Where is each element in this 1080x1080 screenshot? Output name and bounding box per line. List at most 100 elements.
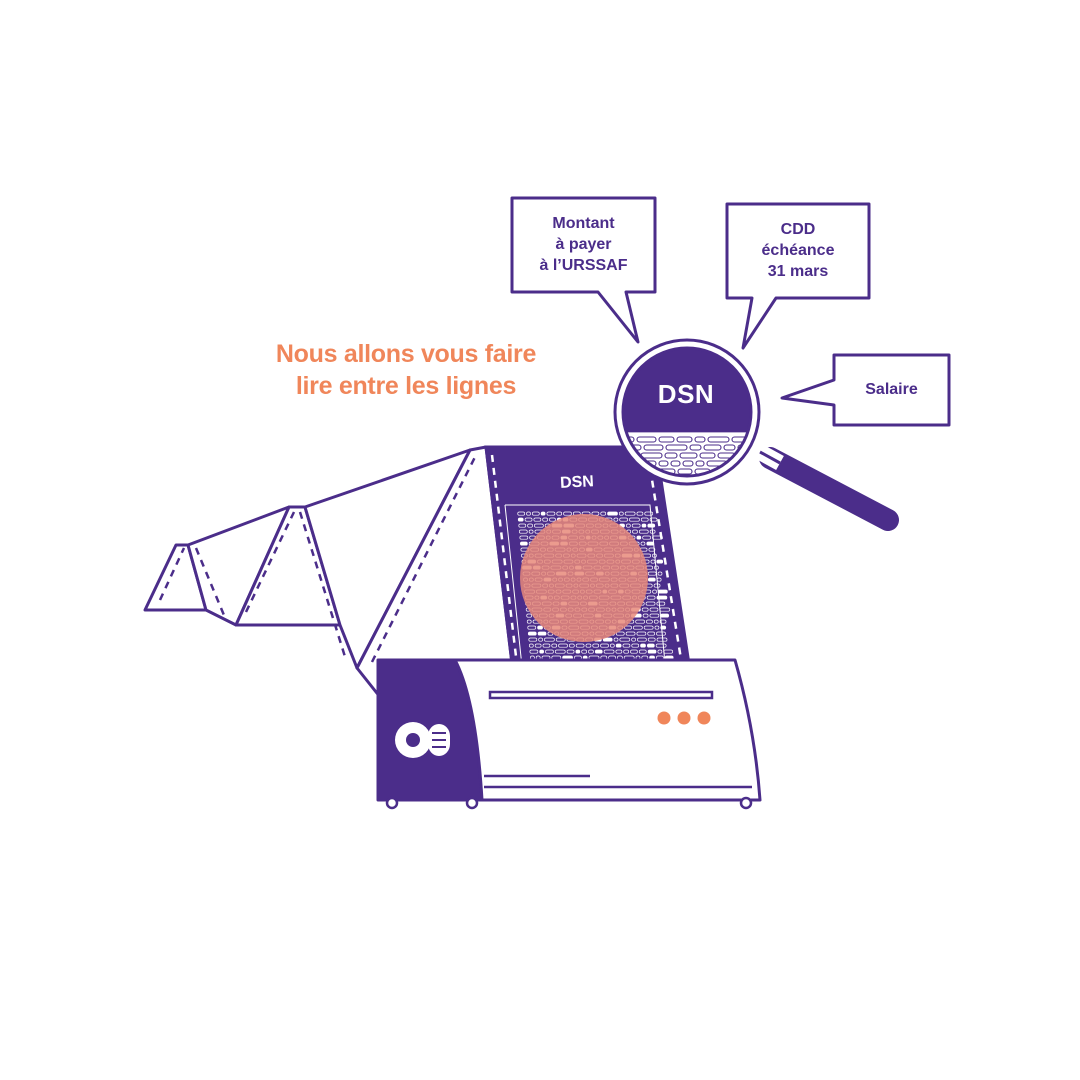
headline-line-2: lire entre les lignes bbox=[295, 372, 517, 400]
data-dot bbox=[520, 541, 528, 546]
data-dot bbox=[638, 529, 649, 534]
lens-data-dot bbox=[689, 444, 702, 451]
data-dot bbox=[654, 625, 660, 630]
data-dot bbox=[646, 619, 653, 624]
magnifier-title: DSN bbox=[657, 379, 715, 409]
data-dot bbox=[647, 577, 656, 582]
data-dot bbox=[575, 643, 585, 648]
data-dot bbox=[546, 511, 556, 516]
data-dot bbox=[647, 523, 656, 528]
data-dot bbox=[554, 649, 566, 654]
data-dot bbox=[556, 511, 563, 516]
data-dot bbox=[600, 511, 607, 516]
data-dot bbox=[647, 631, 656, 636]
bubble-montant-line-3: à l’URSSAF bbox=[539, 257, 628, 274]
data-dot bbox=[643, 625, 654, 630]
data-dot bbox=[646, 595, 656, 600]
data-dot bbox=[622, 643, 631, 648]
bubble-montant-line-2: à payer bbox=[555, 236, 612, 253]
data-dot bbox=[623, 649, 630, 654]
data-dot bbox=[658, 589, 668, 594]
data-dot bbox=[649, 517, 658, 522]
data-dot bbox=[518, 523, 527, 528]
data-dot bbox=[539, 649, 545, 654]
lens-data-dot bbox=[694, 436, 706, 443]
data-dot bbox=[534, 523, 544, 528]
data-dot bbox=[524, 517, 533, 522]
data-dot bbox=[647, 649, 657, 654]
data-dot bbox=[626, 523, 631, 528]
data-dot bbox=[657, 571, 663, 576]
data-dot bbox=[517, 511, 526, 516]
data-dot bbox=[588, 649, 594, 654]
data-dot bbox=[619, 517, 628, 522]
data-dot bbox=[624, 625, 632, 630]
magnifying-glass-icon bbox=[613, 338, 899, 531]
lens-data-dot bbox=[665, 444, 688, 451]
data-dot bbox=[656, 595, 668, 600]
data-dot bbox=[566, 649, 575, 654]
data-dot bbox=[518, 529, 528, 534]
data-dot bbox=[619, 637, 631, 642]
lens-data-dot bbox=[677, 468, 693, 475]
data-dot bbox=[642, 535, 651, 540]
data-dot bbox=[602, 637, 613, 642]
data-dot bbox=[549, 517, 556, 522]
lens-data-dot bbox=[664, 452, 678, 459]
data-dot bbox=[635, 619, 645, 624]
data-dot bbox=[519, 535, 529, 540]
data-dot bbox=[563, 511, 572, 516]
data-dot bbox=[632, 529, 638, 534]
data-dot bbox=[656, 637, 668, 642]
bubble-salaire-line-1: Salaire bbox=[865, 381, 918, 398]
lens-data-dot bbox=[658, 436, 675, 443]
data-dot bbox=[575, 649, 581, 654]
data-dot bbox=[646, 643, 655, 648]
data-dot bbox=[533, 517, 542, 522]
data-dot bbox=[537, 631, 547, 636]
lens-data-dot bbox=[695, 460, 705, 467]
status-light-icon bbox=[677, 711, 691, 725]
data-dot bbox=[645, 601, 656, 606]
data-dot bbox=[637, 637, 647, 642]
data-dot bbox=[600, 643, 609, 648]
data-dot bbox=[527, 631, 537, 636]
data-dot bbox=[609, 643, 615, 648]
data-dot bbox=[528, 637, 538, 642]
data-dot bbox=[528, 643, 534, 648]
data-dot bbox=[538, 637, 543, 642]
data-dot bbox=[636, 631, 647, 636]
data-dot bbox=[649, 607, 659, 612]
bubble-cdd: CDD échéance 31 mars bbox=[727, 219, 869, 282]
bubble-montant: Montant à payer à l’URSSAF bbox=[512, 213, 655, 276]
lens-data-dot bbox=[737, 468, 751, 475]
data-dot bbox=[653, 619, 659, 624]
lens-data-dot bbox=[658, 460, 669, 467]
data-dot bbox=[581, 649, 588, 654]
printer-icon bbox=[376, 658, 762, 810]
data-dot bbox=[615, 631, 625, 636]
data-dot bbox=[528, 529, 534, 534]
data-dot bbox=[551, 643, 558, 648]
data-dot bbox=[534, 643, 542, 648]
data-dot bbox=[624, 511, 636, 516]
lens-data-dot bbox=[676, 436, 693, 443]
data-dot bbox=[594, 649, 603, 654]
data-dot bbox=[640, 517, 649, 522]
bubble-salaire: Salaire bbox=[834, 379, 949, 400]
lens-data-dot bbox=[682, 460, 694, 467]
headline-line-1: Nous allons vous faire bbox=[275, 340, 537, 368]
data-dot bbox=[545, 649, 554, 654]
data-dot bbox=[625, 631, 636, 636]
data-dot bbox=[544, 637, 555, 642]
lens-data-dot bbox=[636, 436, 657, 443]
lens-data-dot bbox=[699, 452, 716, 459]
data-dot bbox=[555, 637, 566, 642]
data-dot bbox=[656, 631, 666, 636]
data-dot bbox=[648, 547, 656, 552]
lens-data-dot bbox=[723, 444, 736, 451]
headline: Nous allons vous faire lire entre les li… bbox=[236, 338, 576, 402]
data-dot bbox=[656, 559, 664, 564]
